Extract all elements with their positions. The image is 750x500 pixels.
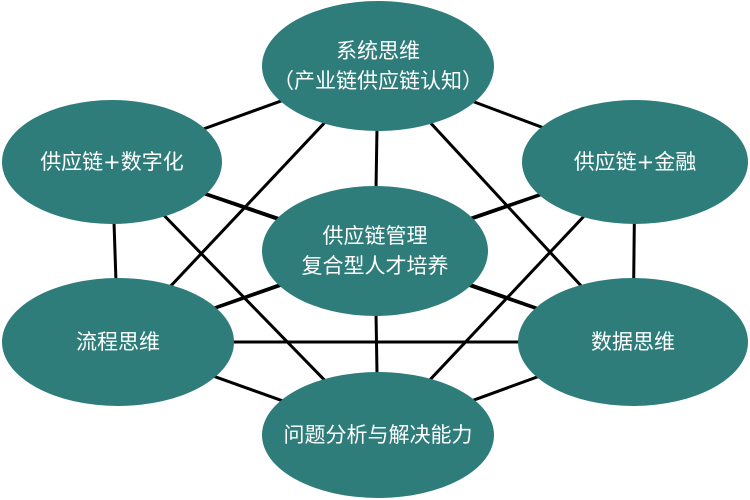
node-label: 问题分析与解决能力 [283, 423, 473, 447]
node-label: 流程思维 [76, 330, 160, 354]
node-label-line-1: 系统思维 [336, 39, 420, 63]
node-label-line-2: （产业链供应链认知） [273, 69, 483, 93]
node-label: 供应链+金融 [573, 150, 697, 174]
node-systems-thinking: 系统思维 （产业链供应链认知） [262, 1, 494, 131]
node-process-thinking: 流程思维 [2, 278, 234, 406]
node-label-line-2: 复合型人才培养 [301, 254, 449, 278]
node-supply-chain-finance: 供应链+金融 [522, 100, 748, 224]
node-data-thinking: 数据思维 [518, 278, 748, 406]
node-problem-solving: 问题分析与解决能力 [262, 372, 494, 498]
node-center-talent-cultivation: 供应链管理 复合型人才培养 [262, 186, 488, 316]
node-label: 供应链+数字化 [40, 150, 184, 174]
node-supply-chain-digitalization: 供应链+数字化 [2, 100, 222, 224]
node-label-line-1: 供应链管理 [322, 224, 428, 248]
node-label: 数据思维 [591, 330, 675, 354]
